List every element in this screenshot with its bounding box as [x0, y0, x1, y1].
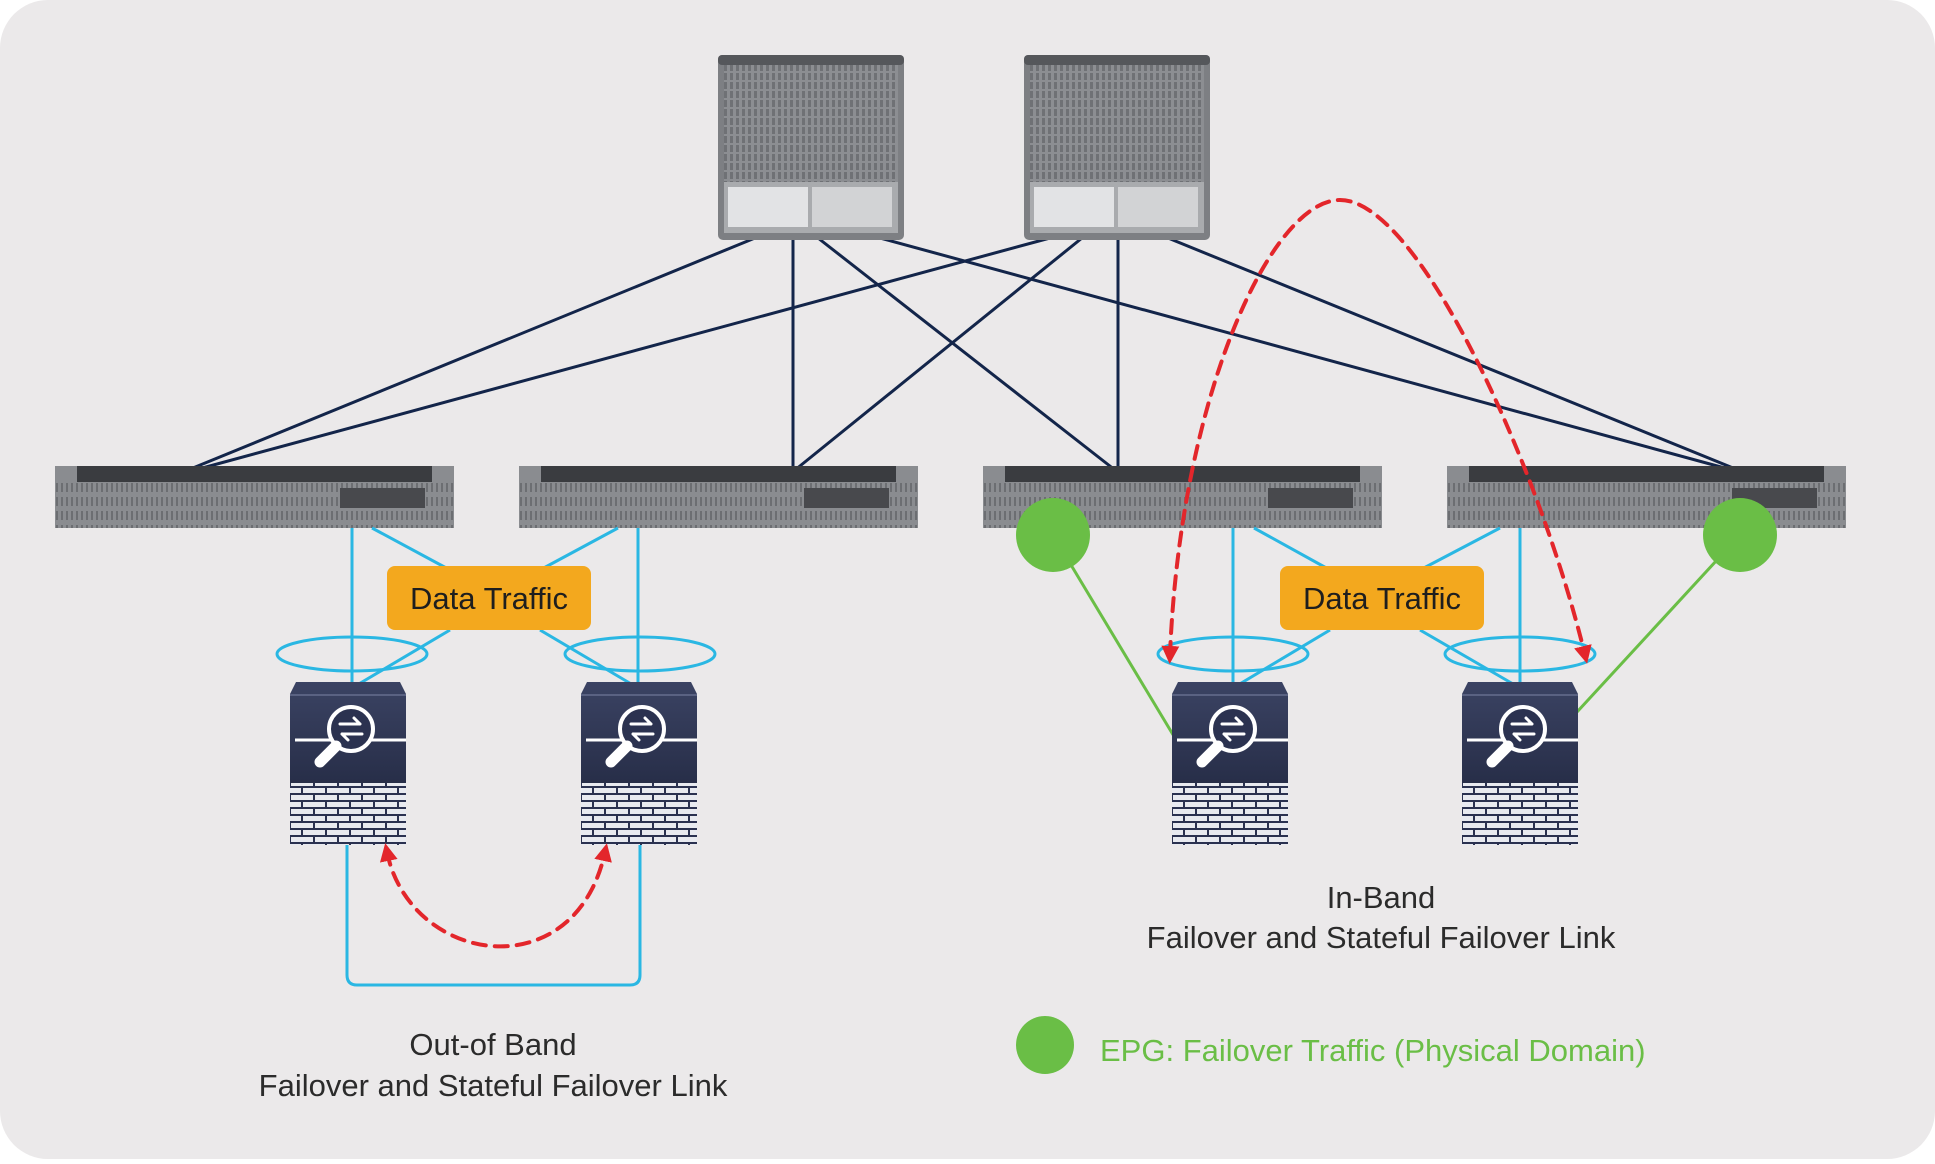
firewall-icon — [1172, 682, 1288, 845]
link-spine1-leaf3 — [817, 236, 1116, 472]
inband-title: In-Band — [1327, 880, 1436, 915]
epg-circle-icon — [1016, 1016, 1074, 1074]
data-traffic-badge: Data Traffic — [1280, 566, 1484, 630]
link-spine2-leaf4 — [1167, 236, 1739, 472]
data-traffic-badge: Data Traffic — [387, 566, 591, 630]
oob-failover-link — [345, 845, 642, 987]
firewall-icon — [1462, 682, 1578, 845]
data-traffic-label: Data Traffic — [410, 581, 568, 616]
legend: EPG: Failover Traffic (Physical Domain) — [1016, 1016, 1646, 1074]
firewall-icon — [290, 682, 406, 845]
leaf-switch-icon — [55, 466, 454, 528]
leaf-switch-icon — [519, 466, 918, 528]
inband-failover-arrow — [1161, 197, 1592, 664]
link-spine2-leaf2 — [794, 236, 1083, 472]
oob-title: Out-of Band — [409, 1027, 576, 1062]
spine-leaf-links — [187, 236, 1739, 472]
spine-switch-icon — [718, 55, 904, 240]
link-spine2-leaf1 — [194, 236, 1051, 472]
oob-failover-arrow — [379, 843, 612, 949]
port-channel-ring — [563, 635, 717, 673]
leaf-switch-icon — [1447, 466, 1846, 528]
port-channel-ring — [275, 635, 429, 673]
link-spine1-leaf4 — [879, 236, 1733, 472]
legend-epg-label: EPG: Failover Traffic (Physical Domain) — [1100, 1033, 1646, 1068]
data-traffic-label: Data Traffic — [1303, 581, 1461, 616]
epg-links — [1051, 533, 1742, 739]
failover-arrows — [379, 197, 1592, 949]
spine-switch-icon — [1024, 55, 1210, 240]
inband-subtitle: Failover and Stateful Failover Link — [1147, 920, 1616, 955]
firewall-icon — [581, 682, 697, 845]
epg-circle-icon — [1703, 498, 1777, 572]
link-spine1-leaf1 — [187, 236, 756, 472]
oob-subtitle: Failover and Stateful Failover Link — [259, 1068, 728, 1103]
epg-circle-icon — [1016, 498, 1090, 572]
